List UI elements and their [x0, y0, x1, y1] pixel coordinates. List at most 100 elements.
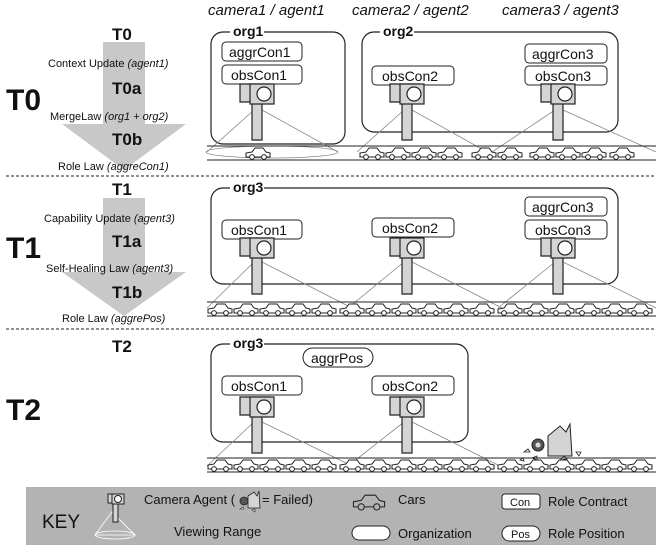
key-organization-icon — [352, 526, 390, 540]
car — [582, 148, 606, 159]
obscon2-label: obsCon2 — [382, 220, 438, 236]
camera-agent-1 — [240, 84, 274, 140]
step-t0b: T0b — [112, 130, 142, 149]
key-role-contract-label: Role Contract — [548, 494, 628, 509]
key-failed-label: = Failed) — [262, 492, 313, 507]
car — [628, 304, 652, 315]
step-context-update: Context Update (agent1) — [48, 58, 169, 70]
car — [366, 304, 390, 315]
phase-label-t0: T0 — [6, 84, 41, 117]
aggrcon1-label: aggrCon1 — [229, 44, 291, 60]
car — [312, 304, 336, 315]
car — [602, 460, 626, 471]
car — [498, 460, 522, 471]
step-t1: T1 — [112, 180, 132, 199]
obscon3-label: obsCon3 — [535, 222, 591, 238]
panel-phase2: org3 aggrPos obsCon1 obsCon2 — [207, 335, 656, 472]
car — [602, 304, 626, 315]
car — [366, 460, 390, 471]
car — [444, 460, 468, 471]
car — [550, 460, 574, 471]
header-camera2-agent2: camera2 / agent2 — [352, 2, 469, 19]
phase-label-t2: T2 — [6, 394, 41, 427]
car — [392, 460, 416, 471]
car — [418, 460, 442, 471]
key-viewing-range-label: Viewing Range — [174, 524, 261, 539]
car — [524, 304, 548, 315]
step-self-healing: Self-Healing Law (agent3) — [46, 263, 174, 275]
org3-label: org3 — [233, 335, 264, 351]
car — [470, 460, 494, 471]
failed-camera-agent-3 — [520, 424, 581, 461]
obscon3-label: obsCon3 — [535, 68, 591, 84]
step-mergelaw: MergeLaw (org1 + org2) — [50, 111, 169, 123]
car — [386, 148, 410, 159]
key-cars-label: Cars — [398, 492, 426, 507]
key-pos-symbol: Pos — [511, 529, 530, 541]
camera-agent-3 — [541, 238, 575, 294]
obscon1-label: obsCon1 — [231, 222, 287, 238]
car — [286, 304, 310, 315]
step-role-law-1: Role Law (aggreCon1) — [58, 161, 169, 173]
camera-agent-1 — [240, 238, 274, 294]
car — [556, 148, 580, 159]
car — [550, 304, 574, 315]
step-t2: T2 — [112, 337, 132, 356]
car — [340, 304, 364, 315]
car — [444, 304, 468, 315]
camera-agent-2 — [390, 397, 424, 453]
car — [392, 304, 416, 315]
aggrcon3-label: aggrCon3 — [532, 46, 594, 62]
car — [498, 304, 522, 315]
car — [312, 460, 336, 471]
car — [418, 304, 442, 315]
step-capability-update: Capability Update (agent3) — [44, 213, 175, 225]
car — [260, 304, 284, 315]
obscon2-label: obsCon2 — [382, 68, 438, 84]
camera-agent-2 — [390, 238, 424, 294]
step-role-law-2: Role Law (aggrePos) — [62, 313, 166, 325]
obscon1-label: obsCon1 — [231, 67, 287, 83]
car — [610, 148, 634, 159]
key-role-position-label: Role Position — [548, 526, 625, 541]
viewing-range — [207, 422, 500, 466]
aggrpos-label: aggrPos — [311, 350, 363, 366]
org2-label: org2 — [383, 23, 414, 39]
key-con-symbol: Con — [510, 497, 530, 509]
phase-label-t1: T1 — [6, 232, 41, 265]
viewing-range — [207, 262, 656, 308]
obscon1-label: obsCon1 — [231, 378, 287, 394]
step-t1a: T1a — [112, 232, 142, 251]
org1-label: org1 — [233, 23, 264, 39]
step-t1b: T1b — [112, 283, 142, 302]
key-camera-agent-label: Camera Agent ( — [144, 492, 236, 507]
key-organization-label: Organization — [398, 526, 472, 541]
panel-phase0: org1 aggrCon1 obsCon1 org2 obsCon2 aggrC… — [206, 23, 656, 160]
org3-label: org3 — [233, 179, 264, 195]
header-camera1-agent1: camera1 / agent1 — [208, 2, 325, 19]
aggrcon3-label: aggrCon3 — [532, 199, 594, 215]
car — [234, 304, 258, 315]
car — [524, 460, 548, 471]
car — [470, 304, 494, 315]
car — [498, 148, 522, 159]
car — [472, 148, 496, 159]
obscon2-label: obsCon2 — [382, 378, 438, 394]
header-camera3-agent3: camera3 / agent3 — [502, 2, 619, 19]
car — [260, 460, 284, 471]
step-t0: T0 — [112, 25, 132, 44]
car — [576, 460, 600, 471]
car — [438, 148, 462, 159]
car — [530, 148, 554, 159]
car — [360, 148, 384, 159]
car — [628, 460, 652, 471]
key-title: KEY — [42, 512, 80, 533]
panel-phase1: org3 obsCon1 obsCon2 aggrCon3 obsCon3 — [207, 179, 656, 316]
key-legend: KEY Camera Agent ( = Failed) Viewing Ran… — [26, 487, 656, 545]
car — [286, 460, 310, 471]
car — [234, 460, 258, 471]
car — [208, 304, 232, 315]
car — [412, 148, 436, 159]
car — [576, 304, 600, 315]
